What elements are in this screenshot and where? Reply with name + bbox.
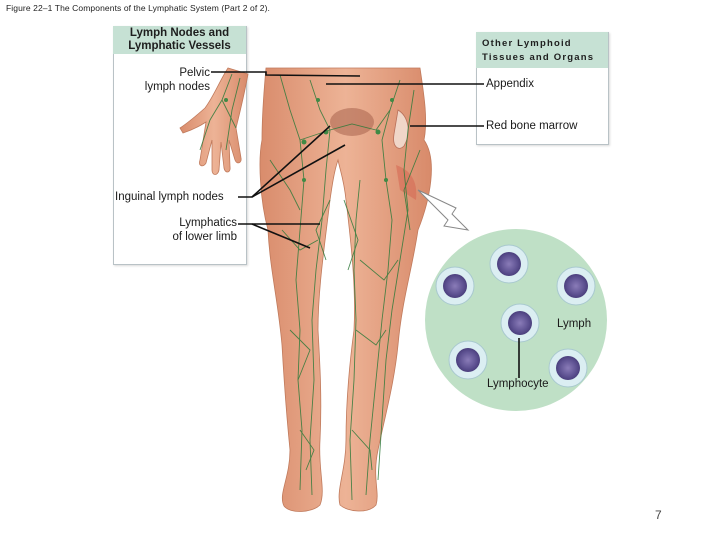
- lymphatics-lower-limb-label: Lymphatics of lower limb: [172, 216, 237, 244]
- figure-caption: Figure 22–1 The Components of the Lympha…: [6, 3, 270, 13]
- page-number: 7: [655, 508, 662, 522]
- pelvic-label-line1: Pelvic: [179, 67, 210, 79]
- appendix-label: Appendix: [486, 78, 534, 90]
- lymph-nodes-title-line2: Lymphatic Vessels: [128, 40, 231, 52]
- pelvic-label-line2: lymph nodes: [144, 81, 210, 93]
- lymphatics-leader-line-2: [251, 223, 311, 249]
- inguinal-lymph-nodes-label: Inguinal lymph nodes: [115, 191, 224, 203]
- lymph-nodes-panel: [113, 26, 247, 265]
- lymphocyte-cells: [435, 244, 596, 388]
- lymphoid-organs-panel-title: Other Lymphoid Tissues and Organs: [476, 32, 608, 68]
- red-bone-marrow-label: Red bone marrow: [486, 120, 578, 132]
- lymphatics-label-line1: Lymphatics: [179, 217, 237, 229]
- lymph-label: Lymph: [557, 318, 592, 330]
- lymphocyte-label: Lymphocyte: [487, 378, 549, 390]
- pelvic-leader-line: [211, 71, 361, 77]
- pelvic-lymph-nodes-label: Pelvic lymph nodes: [145, 66, 210, 94]
- magnifier-pointer: [417, 189, 470, 231]
- hand-figure: [179, 67, 249, 175]
- lymphoid-title-line2: Tissues and Organs: [482, 52, 595, 63]
- lymph-nodes-panel-title: Lymph Nodes and Lymphatic Vessels: [113, 26, 246, 54]
- lymph-node-dots: [224, 98, 394, 182]
- lymph-nodes-title-line1: Lymph Nodes and: [129, 27, 230, 39]
- body-figure: [259, 67, 432, 512]
- inguinal-leader-line-2: [251, 144, 346, 198]
- lymph-vessel-network: [199, 73, 421, 501]
- lymphoid-title-line1: Other Lymphoid: [482, 38, 572, 49]
- magnified-lymph-view: [425, 229, 607, 411]
- lymphatics-label-line2: of lower limb: [172, 231, 237, 243]
- leader-lines: [211, 71, 520, 378]
